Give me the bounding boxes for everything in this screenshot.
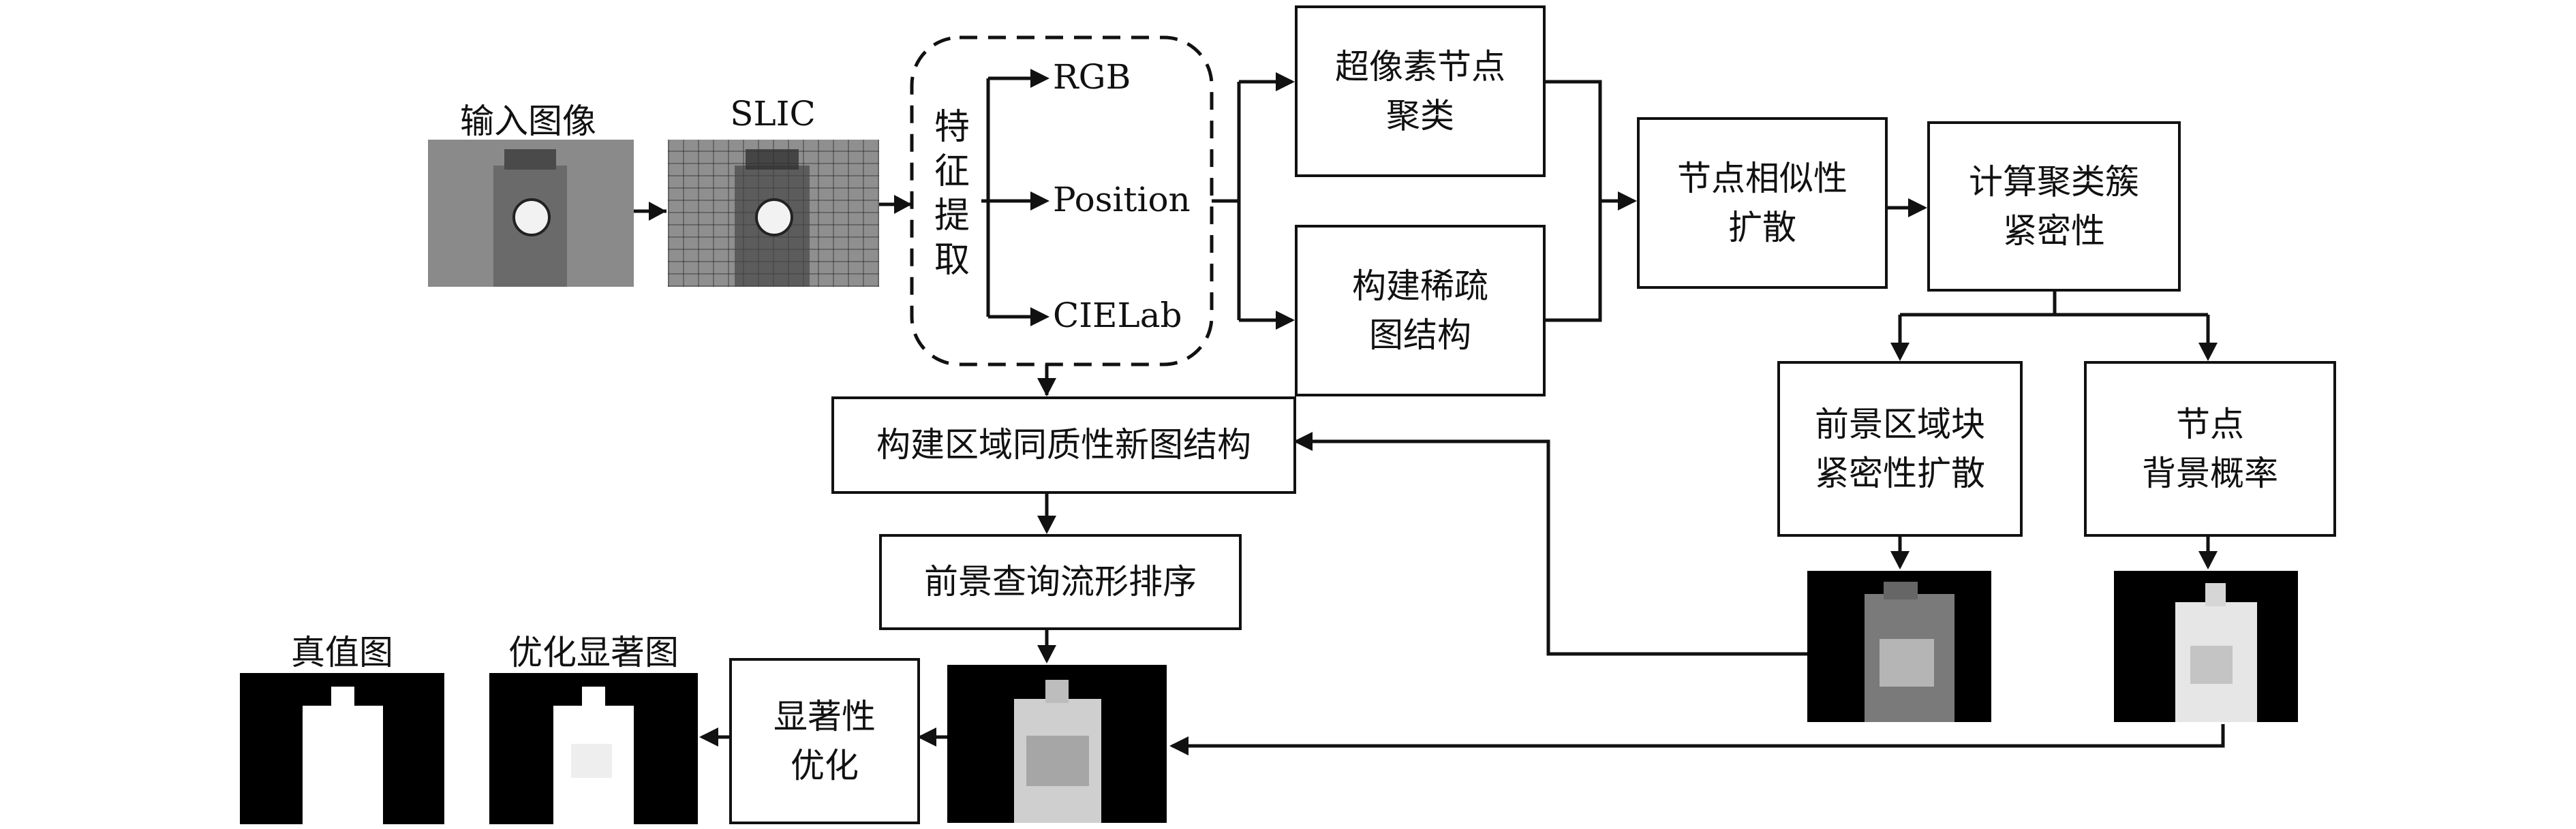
arrow-bg-map-to-ranking-map xyxy=(1172,724,2225,748)
manifold-ranking-box: 前景查询流形排序 xyxy=(879,534,1242,630)
optimized-saliency-map xyxy=(489,673,698,824)
feature-rgb: RGB xyxy=(1053,57,1131,97)
arrowhead xyxy=(2198,343,2218,361)
arrowhead xyxy=(1293,432,1313,451)
optimized-map-label: 优化显著图 xyxy=(508,633,679,672)
clock-face-icon xyxy=(512,198,551,236)
cluster-compactness-box: 计算聚类簇 紧密性 xyxy=(1927,121,2181,292)
slic-image xyxy=(668,140,879,287)
arrow-fg-map-to-region-graph xyxy=(1296,439,1807,656)
arrowhead xyxy=(917,728,936,747)
saliency-optimization-box: 显著性 优化 xyxy=(729,658,920,824)
box-line: 背景概率 xyxy=(2142,454,2278,493)
arrowhead xyxy=(1169,736,1189,755)
map-region xyxy=(1884,582,1918,599)
background-probability-map xyxy=(2114,571,2298,722)
merge-top xyxy=(1546,80,1602,201)
feature-char: 征 xyxy=(934,151,970,192)
ground-truth-map xyxy=(240,673,444,824)
box-line: 超像素节点 xyxy=(1335,46,1505,87)
box-line: 节点相似性 xyxy=(1677,158,1847,198)
foreground-region-box: 前景区域块 紧密性扩散 xyxy=(1777,361,2023,537)
arrowhead xyxy=(1908,198,1927,217)
node-similarity-box: 节点相似性 扩散 xyxy=(1637,117,1888,289)
feature-extraction-group xyxy=(910,35,1214,366)
input-image xyxy=(428,140,634,287)
feature-char: 取 xyxy=(934,240,970,281)
map-region xyxy=(1026,736,1089,786)
map-region xyxy=(2190,646,2233,684)
clock-face-icon xyxy=(755,198,793,236)
foreground-compactness-map xyxy=(1807,571,1991,722)
input-image-label: 输入图像 xyxy=(460,101,596,141)
ground-truth-label: 真值图 xyxy=(291,633,393,672)
feature-cielab: CIELab xyxy=(1053,296,1182,335)
arrowhead xyxy=(1030,191,1049,210)
feature-char: 特 xyxy=(934,107,970,148)
ranking-saliency-map xyxy=(947,665,1167,823)
arrowhead xyxy=(1618,191,1637,210)
box-line: 图结构 xyxy=(1369,315,1471,355)
box-line: 优化 xyxy=(791,746,859,785)
arrowhead xyxy=(1037,645,1056,663)
clock-tower-roof xyxy=(504,149,556,170)
arrowhead xyxy=(894,195,912,214)
arrowhead xyxy=(1890,343,1910,361)
arrowhead xyxy=(1890,551,1910,569)
map-region xyxy=(331,687,354,708)
superpixel-cluster-box: 超像素节点 聚类 xyxy=(1295,5,1546,177)
feature-position: Position xyxy=(1053,180,1191,219)
box-line: 前景区域块 xyxy=(1815,404,1985,444)
feature-char: 提 xyxy=(934,195,970,236)
box-line: 紧密性扩散 xyxy=(1815,454,1985,493)
node-background-box: 节点 背景概率 xyxy=(2084,361,2336,537)
merge-bottom xyxy=(1546,201,1602,322)
box-line: 计算聚类簇 xyxy=(1969,161,2139,202)
box-line: 聚类 xyxy=(1386,96,1454,136)
map-region xyxy=(1880,639,1934,687)
arrowhead xyxy=(1037,378,1056,396)
box-line: 紧密性 xyxy=(2003,211,2105,251)
clock-tower-roof xyxy=(746,149,799,170)
box-line: 构建稀疏 xyxy=(1352,266,1488,306)
map-region xyxy=(571,744,612,778)
map-region xyxy=(1045,680,1069,703)
arrowhead xyxy=(1037,516,1056,534)
box-line: 显著性 xyxy=(773,696,876,736)
arrowhead xyxy=(1030,69,1049,88)
map-region xyxy=(582,687,605,708)
map-region xyxy=(303,706,383,824)
arrowhead xyxy=(2198,551,2218,569)
arrowhead xyxy=(1276,72,1295,91)
arrowhead xyxy=(649,202,666,221)
arrowhead xyxy=(1030,307,1049,326)
slic-image-label: SLIC xyxy=(730,94,816,134)
arrowheads xyxy=(649,69,2218,755)
arrowhead xyxy=(699,728,718,747)
map-region xyxy=(2205,583,2226,606)
box-line: 节点 xyxy=(2176,404,2244,444)
arrowhead xyxy=(1276,311,1295,330)
feature-extraction-label: 特 征 提 取 xyxy=(928,106,976,283)
region-graph-box: 构建区域同质性新图结构 xyxy=(831,396,1296,494)
sparse-graph-box: 构建稀疏 图结构 xyxy=(1295,225,1546,396)
box-line: 扩散 xyxy=(1728,208,1796,247)
